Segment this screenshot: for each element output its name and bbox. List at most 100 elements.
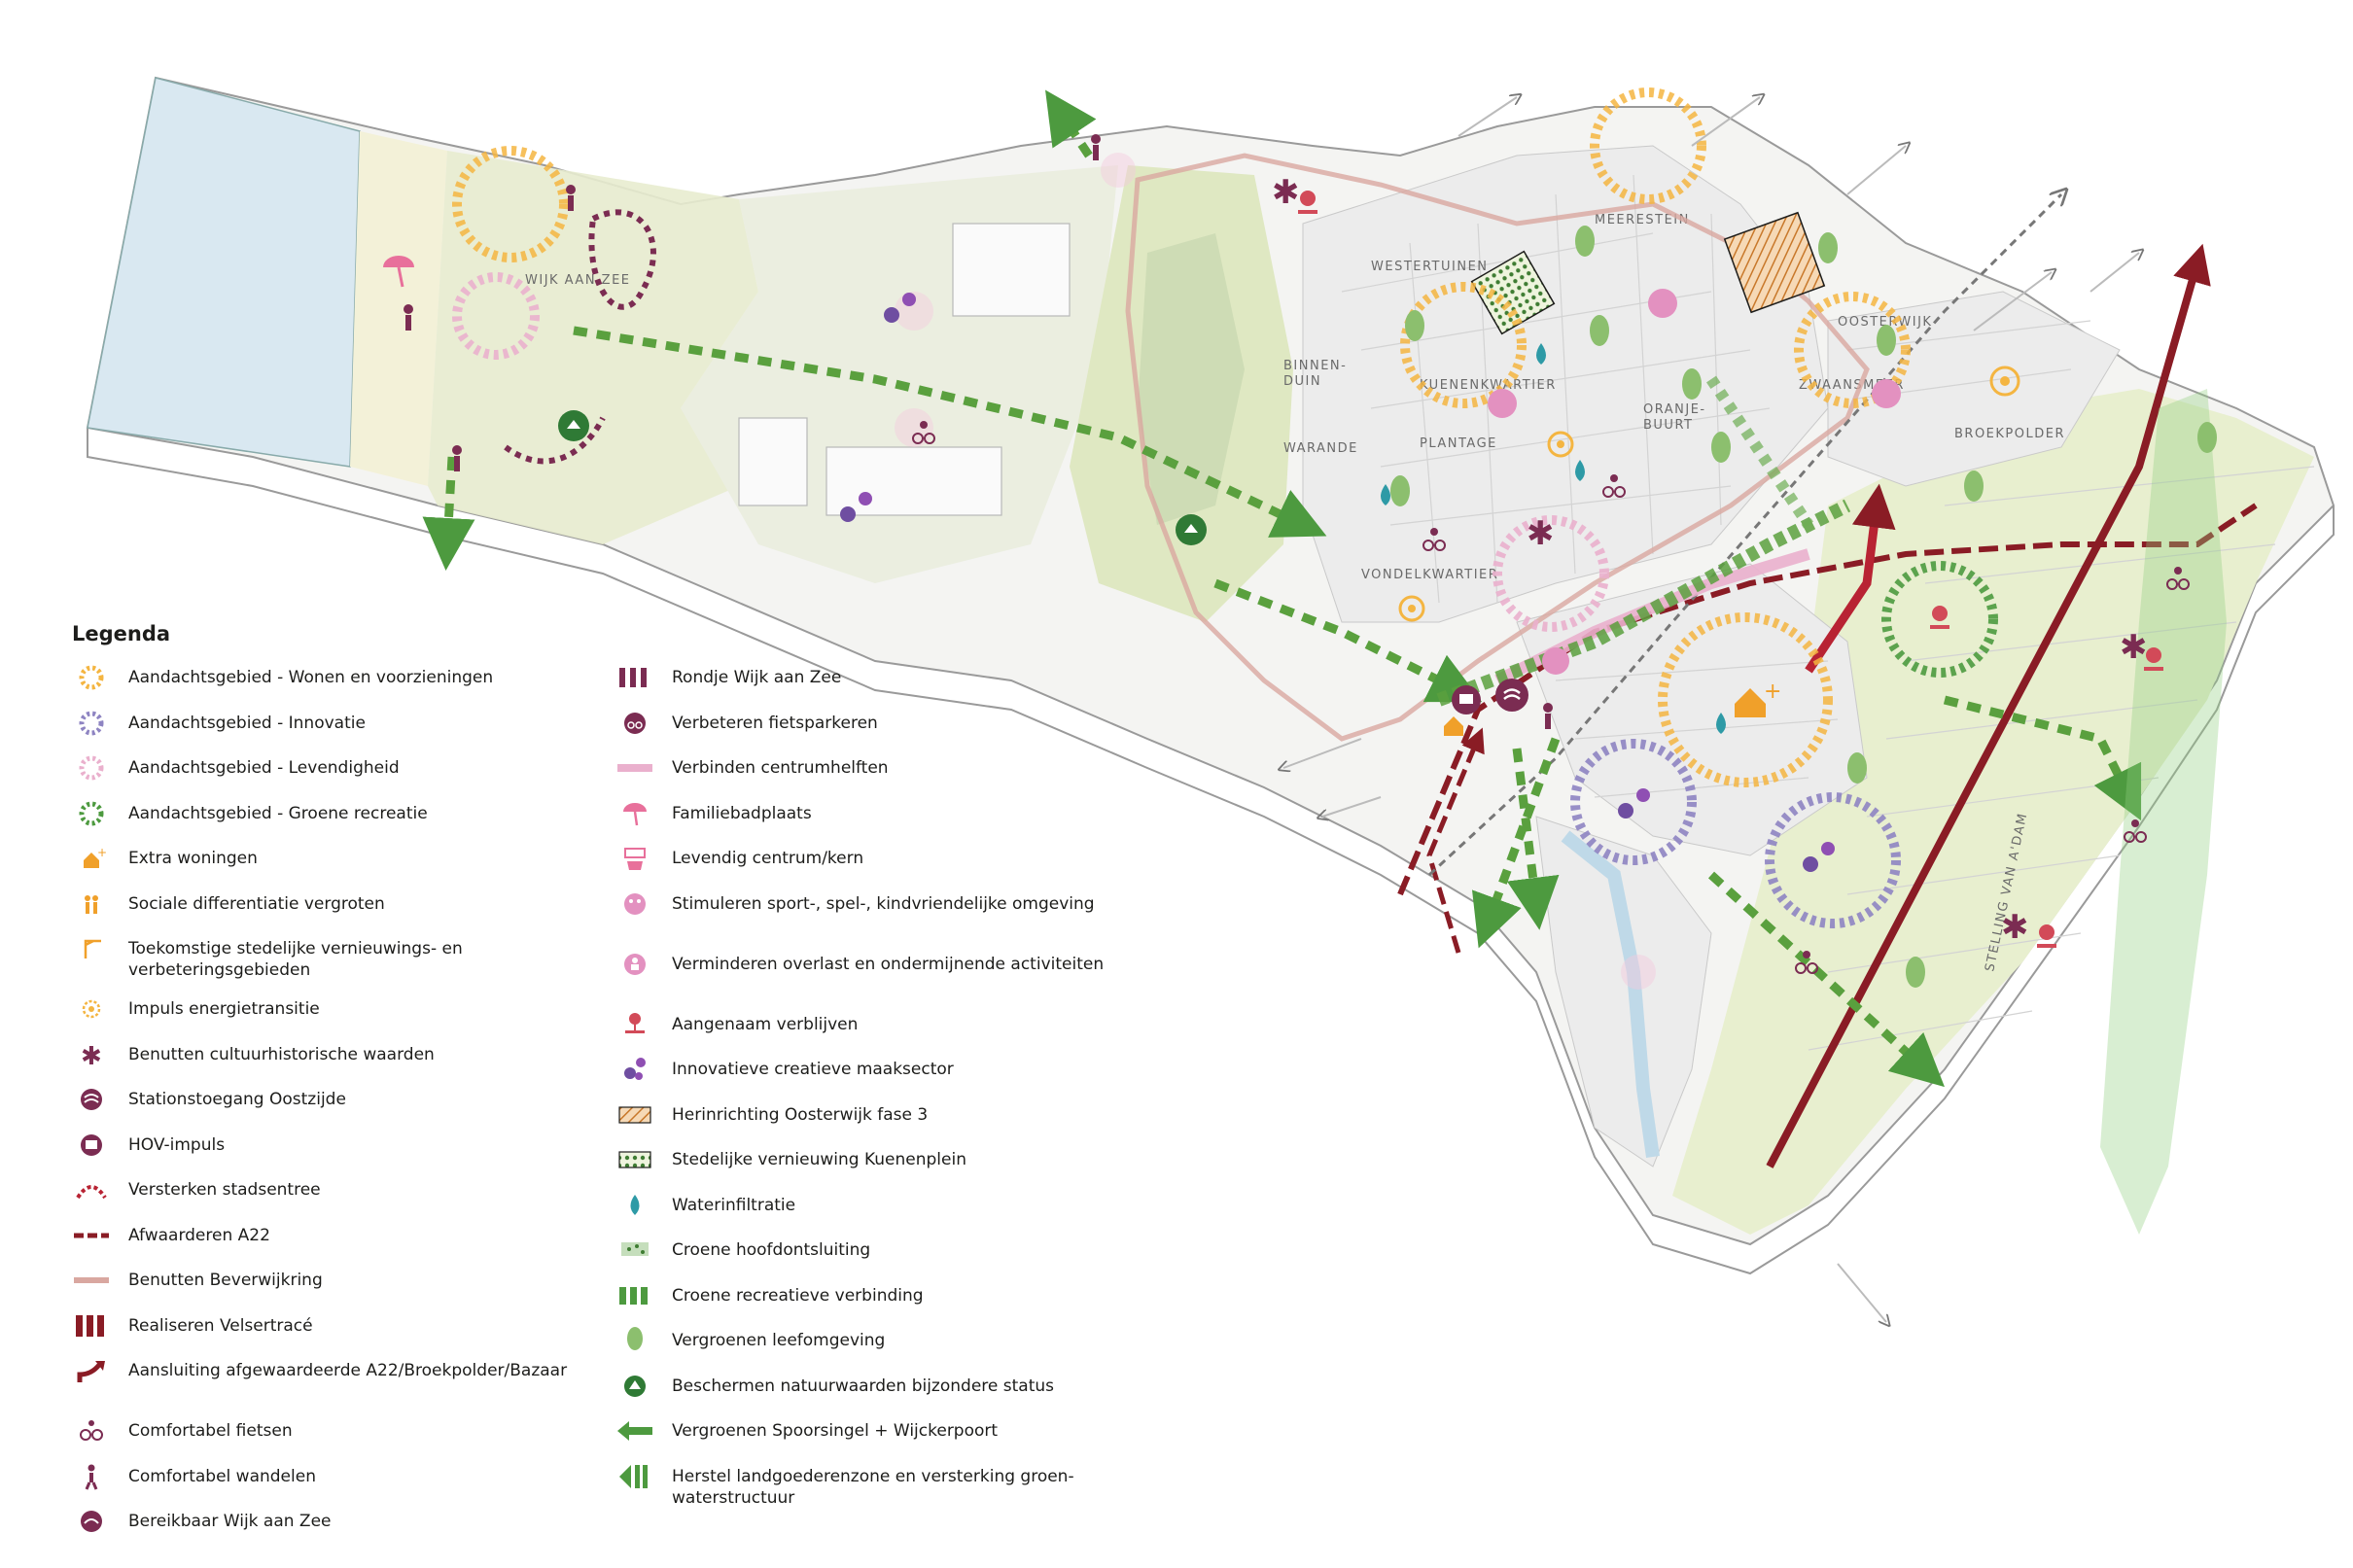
walker-icon [404,304,413,331]
legend-column-1: Aandachtsgebied - Wonen en voorzieningen… [72,664,655,1553]
ring-purple-icon [79,711,104,735]
legend-item: Afwaarderen A22 [72,1222,655,1268]
legend-item-label: Vergroenen leefomgeving [672,1331,886,1350]
map-icons: ✱ ✱ ✱ ✱ + [383,173,2163,948]
groene-hoofdontsluiting-north [1706,375,1813,529]
legend-item-label: Benutten cultuurhistorische waarden [128,1044,435,1064]
legend-item-label: Aandachtsgebied - Groene recreatie [128,803,428,823]
east-polder [1672,389,2314,1235]
legend-item-label: Croene hoofdontsluiting [672,1240,871,1260]
asterisk-icon: ✱ [1272,173,1300,212]
canal [1561,830,1660,1158]
green-arrow-icon [617,1421,652,1441]
legend-item-label: Croene recreatieve verbinding [672,1285,924,1306]
svg-text:+: + [1764,679,1781,704]
bulb-gears-icon [1618,788,1650,819]
bus-icon [81,1133,102,1156]
bench-tree-icon [625,1012,645,1033]
dotted-green-icon [618,1151,651,1168]
sun-plug-icon [1547,431,1574,458]
legend-item-label: Afwaarderen A22 [128,1225,270,1245]
legend-item: Innovatieve creatieve maaksector [615,1056,1199,1101]
city-entrance-icon [76,1185,107,1200]
legend-item: Beschermen natuurwaarden bijzondere stat… [615,1373,1199,1418]
legend-item: Aansluiting afgewaardeerde A22/Broekpold… [72,1357,655,1417]
legend-item: Aangenaam verblijven [615,1011,1199,1057]
legend-item: Familiebadplaats [615,800,1199,846]
beach [350,131,447,486]
legend-item-label: Verbeteren fietsparkeren [672,713,878,733]
legend-item: Sociale differentiatie vergroten [72,890,655,936]
beach-access-icon [81,1511,102,1532]
tree-icon [627,1327,643,1350]
legend-item: Aandachtsgebied - Wonen en voorzieningen [72,664,655,710]
legend-item: Comfortabel fietsen [72,1417,655,1463]
legend-item: Impuls energietransitie [72,995,655,1041]
bicycle-icon [80,1420,103,1441]
legend-item-label: Verbinden centrumhelften [672,758,889,778]
legend-item-label: Aangenaam verblijven [672,1014,859,1034]
legend-item-label: Vergroenen Spoorsingel + Wijckerpoort [672,1421,999,1441]
legend-item: Herinrichting Oosterwijk fase 3 [615,1101,1199,1147]
nature-protect-icon [624,1375,646,1397]
label-vondelkwartier: VONDELKWARTIER [1361,568,1498,582]
landgoederenzone [2100,389,2227,1235]
legend-item-label: Stimuleren sport-, spel-, kindvriendelij… [672,893,1095,914]
a22-south [1426,727,1485,954]
kids-icon [624,892,646,915]
legend-item: +Extra woningen [72,845,655,890]
nature-protect-icon [558,410,589,441]
sun-plug-icon [82,999,101,1019]
bicycle-icon [1422,528,1446,551]
legend-item: Comfortabel wandelen [72,1463,655,1509]
hatched-orange-icon [618,1105,651,1124]
legend-item-label: Verminderen overlast en ondermijnende ac… [672,954,1105,974]
bike-parking-icon [624,712,646,734]
legend-item: Stationstoegang Oostzijde [72,1086,655,1132]
sun-plug-icon [1398,595,1425,622]
green-big-arrow-icon [619,1464,648,1488]
kuenenplein [1470,250,1556,335]
legend-item: Croene hoofdontsluiting [615,1237,1199,1282]
sea [87,77,361,468]
legend-item: Versterken stadsentree [72,1176,655,1222]
legend-item-label: Levendig centrum/kern [672,849,864,868]
label-warande: WARANDE [1283,441,1358,456]
legend-item: Herstel landgoederenzone en versterking … [615,1463,1199,1523]
legend-item-label: Comfortabel fietsen [128,1421,293,1441]
walker-icon [452,445,462,471]
dune-area [428,151,758,544]
svg-text:✱: ✱ [81,1042,102,1068]
bench-tree-icon [2144,647,2163,671]
velsertrace [1766,243,2211,1168]
label-plantage: PLANTAGE [1420,436,1497,451]
legend-item: Bereikbaar Wijk aan Zee [72,1508,655,1553]
railway [1427,194,2061,877]
label-broekpolder: BROEKPOLDER [1954,427,2065,441]
kids-icon [1488,389,1517,418]
bicycle-icon [1795,951,1818,974]
ring-green-icon [79,801,104,825]
legend-item: Verbeteren fietsparkeren [615,710,1199,755]
label-oranjebuurt: ORANJE-BUURT [1643,402,1706,433]
legend-item-label: Herinrichting Oosterwijk fase 3 [672,1104,929,1125]
street-grid [1341,174,2315,1051]
bench-tree-icon [1930,606,1949,629]
legend-item: Vergroenen Spoorsingel + Wijckerpoort [615,1417,1199,1463]
svg-text:✱: ✱ [1527,514,1555,553]
legend-item-label: Benutten Beverwijkring [128,1271,323,1290]
rondje-wijk-aan-zee [588,209,656,310]
legend-item-label: Realiseren Velsertracé [128,1315,313,1336]
legend-item: Stedelijke vernieuwing Kuenenplein [615,1146,1199,1192]
park-lake [1138,233,1245,525]
walker-and-bike-icons [404,134,2190,974]
nature-protect-icon [1176,514,1207,545]
bench-tree-icon [2037,924,2056,948]
legend-item-label: Familiebadplaats [672,803,812,823]
asterisk-icon: ✱ [81,1042,102,1068]
ring-pink-icon [79,755,104,781]
kids-icon [1872,379,1901,408]
bulb-gears-icon [1803,842,1835,872]
legend-item: Croene recreatieve verbinding [615,1282,1199,1328]
green-bars-icon [619,1286,648,1305]
